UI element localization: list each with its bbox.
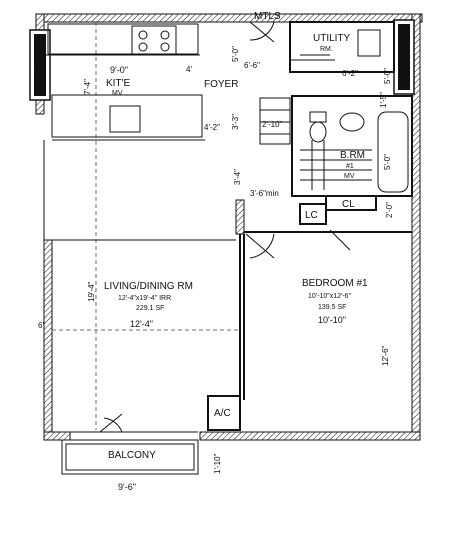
utility-room [289,21,395,73]
balcony-width: 9'-6" [118,482,136,492]
dim-6: 6' [38,321,44,330]
mtls-label: MTLS [254,11,281,22]
bathroom [259,95,413,197]
bath-sub1: #1 [346,163,354,170]
dim-foyer-5: 5'-0" [231,46,240,62]
living-width: 12'-4" [130,319,153,329]
bedroom-size: 10'-10"x12'-6" [308,293,352,300]
kitchen-sub: MV [112,90,123,97]
dim-19-4: 19'-4" [87,281,96,302]
balcony [61,413,199,475]
dim-1-10: 1'-10" [213,453,222,474]
bath-label: B.RM [340,150,365,161]
living-area: 229.1 SF [136,305,164,312]
interior-partition [235,199,412,400]
living-label: LIVING/DINING RM [104,281,193,292]
living-dining [43,140,240,331]
bath-sub2: MV [344,173,355,180]
dim-5-0: 5'-0" [383,154,392,170]
dim-util-5: 5'-0" [383,68,392,84]
lc-label: LC [305,210,318,221]
dim-1-5: 1'-5" [379,92,388,108]
balcony-label: BALCONY [108,450,156,461]
dim-2-0: 2'-0" [385,202,394,218]
ac-closet [207,395,241,431]
dim-kit-depth: 7'-4" [83,79,92,95]
bedroom-label: BEDROOM #1 [302,278,368,289]
ac-label: A/C [214,408,231,419]
dim-3-6: 3'-6"min [250,189,279,198]
closets [299,195,412,225]
dim-2-10: 2'-10" [262,120,283,129]
dim-foyer-6: 6'-6" [244,61,260,70]
kitchen-label: KIT'E [106,78,130,89]
dim-3-3: 3'-3" [231,114,240,130]
dim-3-4: 3'-4" [233,169,242,185]
utility-label: UTILITY [313,33,351,44]
left-window [29,29,51,101]
right-window [393,19,415,95]
utility-sub: RM. [320,46,333,53]
dim-w1-7-right: 1'-7" [403,50,412,66]
bedroom-area: 139.5 SF [318,304,346,311]
dim-w1-7-left: 1'-7" [35,60,44,76]
kitchen [44,22,205,430]
dim-12-6: 12'-6" [381,345,390,366]
entry-door [249,21,275,43]
dim-util-w: 6'-2" [342,69,358,78]
dim-kit-4: 4' [186,65,192,74]
foyer-label: FOYER [204,79,238,90]
living-size: 12'-4"x19'-4" IRR [118,295,171,302]
bedroom-width: 10'-10" [318,315,346,325]
dim-kit-width: 9'-0" [110,65,128,75]
dim-4-2: 4'-2" [204,123,220,132]
cl-label: CL [342,199,355,210]
exterior-walls [35,13,423,441]
